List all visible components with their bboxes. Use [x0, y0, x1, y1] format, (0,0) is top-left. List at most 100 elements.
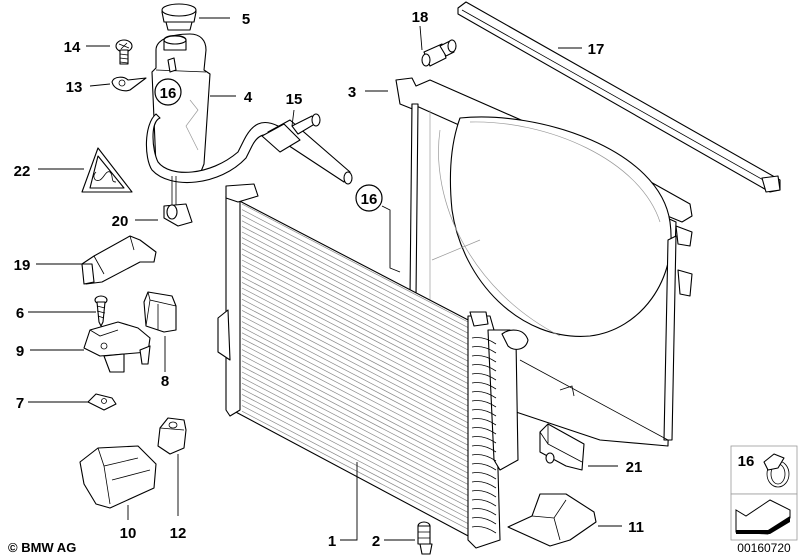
- radiator-fin-line: [241, 332, 469, 452]
- radiator-fins: [241, 203, 469, 530]
- tank-rib: [471, 391, 497, 399]
- callout-11: 11: [628, 519, 644, 536]
- callout-14: 14: [64, 39, 81, 56]
- tank-rib: [471, 436, 497, 444]
- tank-rib: [471, 418, 497, 426]
- tank-rib: [471, 445, 497, 453]
- part-13-retaining-plate[interactable]: [111, 76, 147, 92]
- tank-ribs: [471, 337, 497, 534]
- callout-2: 2: [372, 533, 380, 550]
- copyright: © BMW AG: [8, 540, 76, 555]
- part-16-hose-clamp-callout-a[interactable]: 16: [154, 78, 182, 106]
- part-22-warning-label[interactable]: [81, 147, 133, 193]
- tank-rib: [471, 364, 497, 372]
- radiator-fin-line: [241, 231, 469, 351]
- part-8-rubber-mount[interactable]: [143, 291, 177, 333]
- part-17-seal-strip[interactable]: [457, 1, 781, 193]
- tank-rib: [471, 454, 497, 462]
- part-16-hose-clamp-callout-b[interactable]: 16: [355, 184, 401, 273]
- callout-10: 10: [120, 525, 137, 542]
- callout-4: 4: [244, 89, 253, 106]
- tank-rib: [471, 472, 497, 480]
- radiator-fin-line: [241, 203, 469, 323]
- callout-7: 7: [16, 395, 24, 412]
- callout-labels: 1 2 3 4 5 6 7 8 9 10 11 12 13 14 15 17 1…: [14, 9, 644, 550]
- callout-3: 3: [348, 84, 356, 101]
- callout-22: 22: [14, 163, 31, 180]
- callout-19: 19: [14, 257, 31, 274]
- tank-rib: [471, 337, 497, 345]
- callout-20: 20: [112, 213, 129, 230]
- tank-rib: [471, 355, 497, 363]
- radiator-fin-line: [241, 338, 469, 457]
- callout-5: 5: [242, 11, 250, 28]
- radiator-fin-line: [241, 304, 469, 424]
- part-5-cap[interactable]: [161, 3, 197, 31]
- hose-clamp-icon: [763, 453, 790, 488]
- tank-rib: [471, 526, 497, 534]
- callout-1: 1: [328, 533, 336, 550]
- part-21-holder[interactable]: [539, 423, 585, 471]
- radiator-fin-line: [241, 410, 469, 530]
- part-6-screw[interactable]: [94, 295, 108, 327]
- radiator-fin-line: [241, 226, 469, 345]
- radiator-fin-line: [241, 242, 469, 362]
- legend-panel: 16 00160720: [730, 445, 798, 555]
- part-7-clip-nut[interactable]: [87, 393, 117, 411]
- radiator-fin-line: [241, 394, 469, 513]
- callout-18: 18: [412, 9, 429, 26]
- radiator-fin-line: [241, 315, 469, 435]
- part-18-rivet[interactable]: [421, 39, 457, 67]
- part-9-mounting-bracket[interactable]: [83, 321, 151, 373]
- tank-rib: [471, 463, 497, 471]
- radiator-fin-line: [241, 321, 469, 440]
- radiator-fin-line: [241, 366, 469, 485]
- part-14-bolt[interactable]: [115, 39, 133, 65]
- arrow-back-icon: [735, 499, 791, 535]
- radiator-fin-line: [241, 282, 469, 401]
- radiator-fin-line: [241, 220, 469, 340]
- tank-rib: [471, 427, 497, 435]
- radiator-fin-line: [241, 254, 469, 373]
- part-4-expansion-tank[interactable]: [145, 33, 301, 183]
- radiator-fin-line: [241, 377, 469, 496]
- radiator-fin-line: [241, 298, 469, 418]
- radiator-fin-line: [241, 371, 469, 491]
- radiator-fin-line: [241, 382, 469, 502]
- copyright-text: © BMW AG: [8, 540, 76, 555]
- radiator-fin-line: [241, 343, 469, 463]
- callout-16b: 16: [361, 191, 378, 208]
- leader-lines: [28, 17, 622, 541]
- radiator-fin-line: [241, 237, 469, 356]
- radiator-fin-line: [241, 310, 469, 429]
- part-15-hose[interactable]: [261, 113, 353, 185]
- radiator-fin-line: [241, 209, 469, 328]
- callout-6: 6: [16, 305, 24, 322]
- part-19-bracket[interactable]: [81, 235, 157, 285]
- tank-rib: [471, 400, 497, 408]
- radiator-fin-line: [241, 354, 469, 474]
- radiator-fin-line: [241, 270, 469, 390]
- legend-item-16[interactable]: [730, 445, 798, 495]
- tank-rib: [471, 508, 497, 516]
- radiator-fin-line: [241, 388, 469, 508]
- radiator-fin-line: [241, 287, 469, 407]
- radiator-fin-line: [241, 276, 469, 396]
- diagram-number: 00160720: [737, 541, 791, 555]
- radiator-fin-line: [241, 360, 469, 480]
- callout-12: 12: [170, 525, 187, 542]
- part-3-fan-shroud[interactable]: [395, 77, 693, 447]
- part-20-level-sensor[interactable]: [163, 176, 193, 227]
- legend-item-number: 16: [738, 453, 755, 470]
- callout-9: 9: [16, 343, 24, 360]
- radiator-fin-line: [241, 265, 469, 384]
- part-11-lower-mount-right[interactable]: [507, 493, 597, 547]
- part-2-drain-plug[interactable]: [417, 521, 433, 555]
- callout-17: 17: [588, 41, 605, 58]
- part-10-lower-mount-left[interactable]: [79, 445, 157, 509]
- radiator-fin-line: [241, 399, 469, 519]
- part-1-radiator[interactable]: [217, 183, 529, 549]
- part-12-rubber-buffer[interactable]: [157, 417, 187, 455]
- tank-rib: [471, 499, 497, 507]
- tank-rib: [471, 409, 497, 417]
